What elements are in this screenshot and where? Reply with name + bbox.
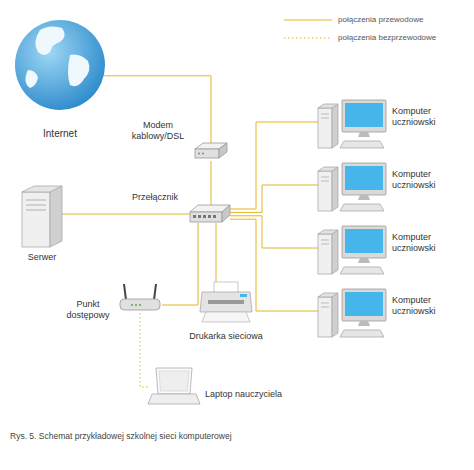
printer-icon [200,282,252,322]
device-node: Internet [15,20,105,110]
computer-icon [318,100,386,148]
cable-link [211,161,212,205]
device-label: Internet [15,128,105,140]
cable-link [162,223,198,305]
figure-caption: Rys. 5. Schemat przykładowej szkolnej si… [10,431,232,441]
continent [25,70,38,88]
device-label: Komputer uczniowski [392,106,452,128]
computer-icon [318,289,386,337]
device-node: Przełącznik [190,205,230,223]
device-label: Serwer [12,252,72,263]
computer-icon [318,226,386,274]
globe-illustration [15,20,105,110]
legend-sample [282,15,332,25]
cable-link [104,76,211,143]
device-label: Przełącznik [124,192,186,203]
cable-link [216,223,217,282]
server-tower-icon [22,186,62,247]
continent [35,26,64,55]
device-node: Komputer uczniowski [318,226,388,276]
legend-line-sample [284,20,332,21]
laptop-icon [148,368,200,404]
device-node: Punkt dostępowy [118,283,162,313]
cable-link [230,185,318,212]
device-label: Komputer uczniowski [392,232,452,254]
wireless-link [140,313,148,387]
legend-text: połączenia bezprzewodowe [338,32,436,44]
device-node: Laptop nauczyciela [148,368,198,406]
access-point-icon [120,284,160,310]
device-label: Laptop nauczyciela [205,389,305,400]
device-label: Punkt dostępowy [58,299,118,321]
device-label: Komputer uczniowski [392,295,452,317]
computer-icon [318,163,386,211]
device-label: Drukarka sieciowa [178,331,274,342]
modem-icon [195,143,227,158]
cable-link [230,122,318,209]
globe [15,20,105,110]
switch-icon [190,205,230,222]
legend-sample [282,33,332,43]
device-node: Komputer uczniowski [318,289,388,339]
cable-link [230,216,318,248]
legend-text: połączenia przewodowe [338,14,423,26]
cable-link [62,214,190,215]
device-node: Serwer [22,185,62,247]
device-node: Komputer uczniowski [318,100,388,150]
device-label: Modem kablowy/DSL [122,120,194,142]
continent [68,55,89,87]
device-node: Drukarka sieciowa [200,282,252,324]
device-node: Modem kablowy/DSL [195,143,227,161]
legend-line-sample [284,38,332,39]
device-label: Komputer uczniowski [392,169,452,191]
device-node: Komputer uczniowski [318,163,388,213]
